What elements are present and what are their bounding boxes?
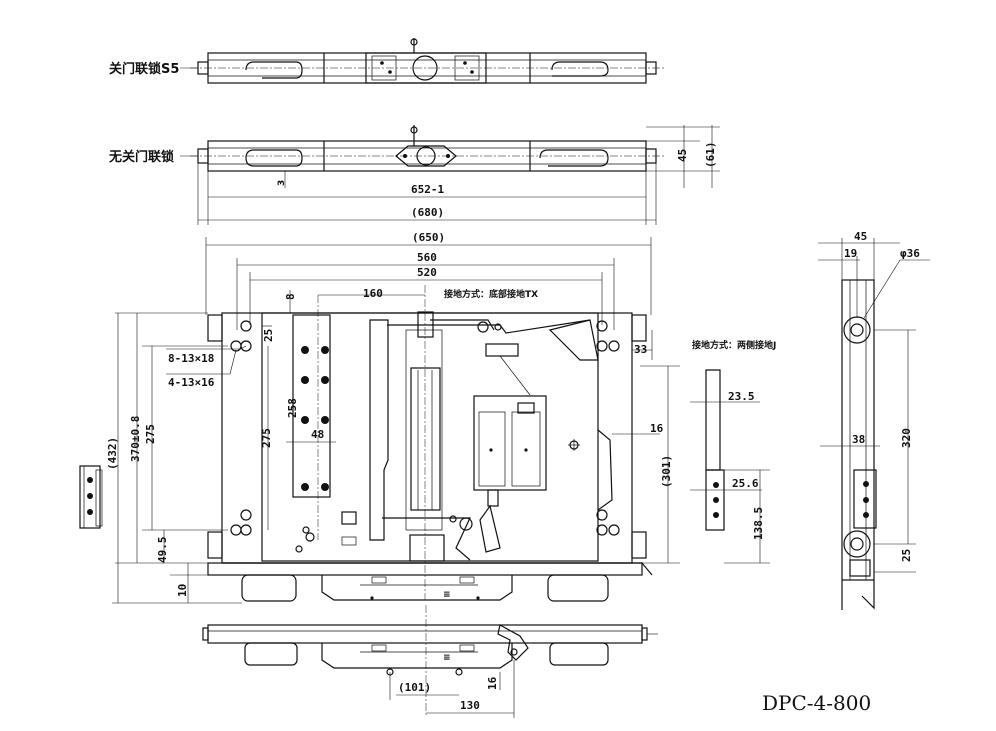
dim-33: 33 bbox=[634, 343, 647, 356]
dim-275-outer: 275 bbox=[144, 424, 157, 444]
dim-301: (301) bbox=[660, 455, 673, 488]
dim-432: (432) bbox=[106, 437, 119, 470]
svg-text:3: 3 bbox=[277, 180, 287, 186]
svg-text:≡: ≡ bbox=[443, 590, 451, 600]
dim-258: 258 bbox=[286, 398, 299, 418]
dim-8: 8 bbox=[284, 293, 297, 300]
dim-101: (101) bbox=[398, 681, 431, 694]
dim-48: 48 bbox=[311, 428, 324, 441]
label-grounding-bottom: 接地方式：底部接地TX bbox=[444, 288, 538, 300]
dim-19: 19 bbox=[844, 247, 857, 260]
model-label: DPC-4-800 bbox=[762, 691, 871, 715]
left-terminal-detail bbox=[79, 465, 103, 529]
dim-520: 520 bbox=[417, 266, 437, 279]
dim-45-top: 45 bbox=[676, 149, 689, 162]
holes-8-note: 8-13×18 bbox=[168, 352, 214, 365]
front-view: (650) 560 520 bbox=[106, 231, 680, 604]
dim-45-side: 45 bbox=[854, 230, 867, 243]
dim-10: 10 bbox=[176, 584, 189, 597]
side-view: 45 19 φ36 38 320 25 bbox=[818, 230, 930, 610]
dim-138-5: 138.5 bbox=[752, 507, 765, 540]
label-grounding-side: 接地方式：两侧接地J bbox=[692, 339, 776, 351]
dim-652: 652-1 bbox=[411, 183, 444, 196]
dim-25-front: 25 bbox=[262, 329, 275, 342]
dim-160: 160 bbox=[363, 287, 383, 300]
dim-16-front: 16 bbox=[650, 422, 664, 435]
holes-4-note: 4-13×16 bbox=[168, 376, 215, 389]
dim-49-5: 49.5 bbox=[156, 537, 169, 564]
dim-25-side: 25 bbox=[900, 549, 913, 562]
dim-560: 560 bbox=[417, 251, 437, 264]
dim-130: 130 bbox=[460, 699, 480, 712]
dim-38: 38 bbox=[852, 433, 865, 446]
dim-650: (650) bbox=[412, 231, 445, 244]
dim-680: (680) bbox=[411, 206, 444, 219]
dim-275-inner: 275 bbox=[260, 428, 273, 448]
label-interlock-s5: 关门联锁S5 bbox=[109, 61, 179, 77]
side-grounding-detail: 接地方式：两侧接地J 23.5 25.6 138.5 bbox=[690, 339, 776, 564]
dim-25-6: 25.6 bbox=[732, 477, 759, 490]
dim-16-bottom: 16 bbox=[486, 676, 499, 690]
dim-61: (61) bbox=[704, 142, 717, 169]
top-view-no-interlock: 3 无关门联锁 45 (61) 652-1 (680) bbox=[108, 125, 720, 225]
dim-370: 370±0.8 bbox=[129, 416, 142, 462]
label-no-interlock: 无关门联锁 bbox=[108, 149, 174, 165]
svg-text:≡: ≡ bbox=[443, 653, 451, 663]
dim-23-5: 23.5 bbox=[728, 390, 755, 403]
dim-phi-36: φ36 bbox=[900, 247, 920, 260]
top-view-s5: 关门联锁S5 bbox=[109, 38, 665, 84]
bottom-view: ≡ (101) 16 130 bbox=[202, 605, 658, 718]
dim-320: 320 bbox=[900, 428, 913, 448]
